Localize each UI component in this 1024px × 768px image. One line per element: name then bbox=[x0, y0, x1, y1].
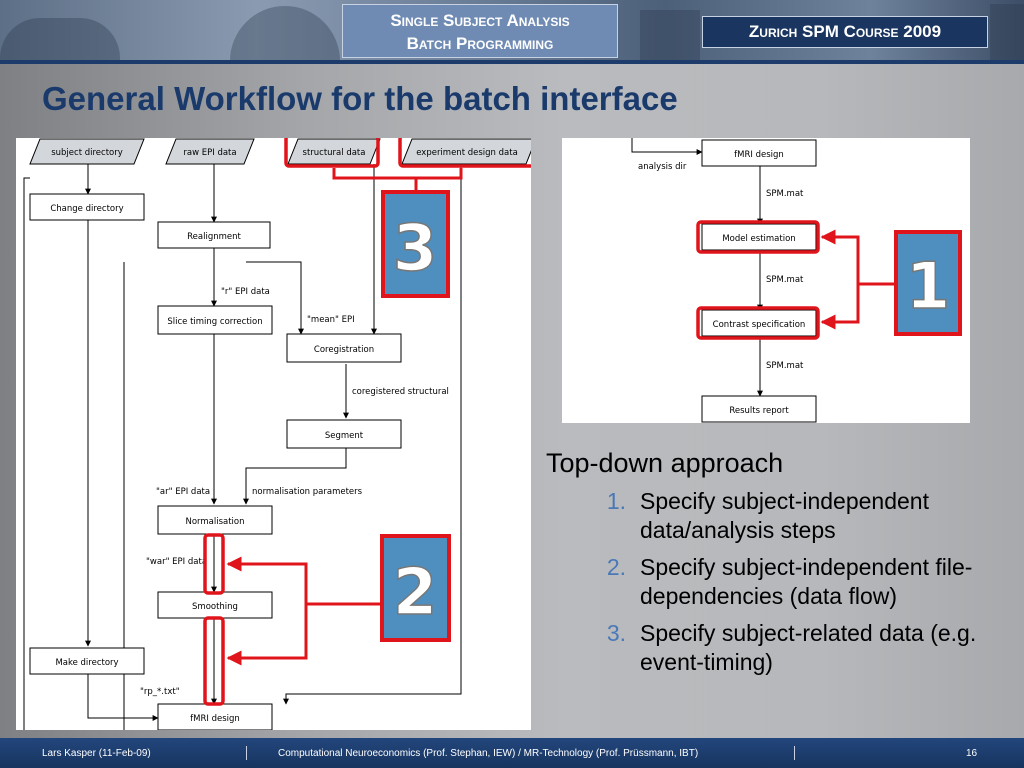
highlight-experiment-design bbox=[398, 138, 531, 168]
box-results-report bbox=[701, 395, 817, 423]
box-label: Change directory bbox=[50, 204, 123, 214]
box-slice-timing bbox=[157, 305, 273, 335]
batch-workflow-diagram: subject directory raw EPI data structura… bbox=[16, 138, 531, 730]
list-text: Specify subject-independent data/analysi… bbox=[640, 488, 929, 543]
box-label: fMRI design bbox=[734, 150, 784, 160]
list-text: Specify subject-independent file-depende… bbox=[640, 554, 973, 609]
input-structural-data: structural data bbox=[287, 138, 381, 165]
list-item: 1. Specify subject-independent data/anal… bbox=[546, 487, 1016, 545]
box-label: Contrast specification bbox=[713, 320, 806, 330]
box-coregistration bbox=[286, 333, 402, 363]
session-title-line2: Batch Programming bbox=[406, 34, 554, 53]
list-number: 3. bbox=[606, 620, 626, 646]
box-model-estimation bbox=[701, 223, 817, 251]
box-label: Realignment bbox=[187, 232, 241, 242]
footer-separator bbox=[794, 746, 795, 760]
building-silhouette bbox=[640, 10, 700, 64]
footer-separator bbox=[246, 746, 247, 760]
dome-silhouette bbox=[230, 6, 340, 64]
course-badge: Zurich SPM Course 2009 bbox=[702, 16, 988, 48]
footer-author: Lars Kasper (11-Feb-09) bbox=[42, 748, 151, 759]
session-title-box: Single Subject Analysis Batch Programmin… bbox=[342, 4, 618, 58]
highlight-structural-data bbox=[284, 138, 380, 168]
input-label: raw EPI data bbox=[183, 148, 236, 158]
highlight-model-estimation bbox=[696, 220, 820, 254]
highlight-war-epi-link bbox=[203, 533, 225, 595]
highlight-swar-epi-link bbox=[203, 616, 225, 706]
list-text: Specify subject-related data (e.g. event… bbox=[640, 620, 977, 675]
input-raw-epi-data: raw EPI data bbox=[165, 138, 255, 165]
edge-label: "mean" EPI bbox=[307, 315, 355, 325]
model-workflow-diagram: fMRI design Model estimation Contrast sp… bbox=[562, 138, 970, 423]
bracket-structural-design bbox=[332, 168, 463, 180]
slide-title: General Workflow for the batch interface bbox=[42, 80, 678, 117]
input-label: structural data bbox=[303, 148, 366, 158]
bullet-list: Top-down approach 1. Specify subject-ind… bbox=[546, 448, 1016, 685]
building-silhouette bbox=[990, 4, 1024, 64]
building-silhouette bbox=[0, 18, 120, 64]
header-banner: Single Subject Analysis Batch Programmin… bbox=[0, 0, 1024, 64]
box-realignment bbox=[157, 221, 271, 249]
edge-label: SPM.mat bbox=[766, 189, 804, 199]
input-label: subject directory bbox=[51, 148, 123, 158]
box-label: fMRI design bbox=[190, 714, 240, 724]
edge-label: "r" EPI data bbox=[221, 287, 270, 297]
bullet-heading: Top-down approach bbox=[546, 448, 784, 478]
box-contrast-specification bbox=[701, 309, 817, 337]
arrow-swar-link bbox=[226, 604, 308, 666]
box-fmri-design bbox=[701, 139, 817, 167]
box-label: Coregistration bbox=[314, 345, 374, 355]
page-number: 16 bbox=[966, 748, 978, 759]
box-label: Segment bbox=[325, 431, 364, 441]
box-fmri-design bbox=[157, 703, 273, 730]
box-label: Make directory bbox=[55, 658, 118, 668]
highlight-contrast-specification bbox=[696, 306, 820, 340]
edge-label: "war" EPI data bbox=[146, 557, 207, 567]
box-change-directory bbox=[29, 193, 145, 221]
arrow-war-link bbox=[226, 556, 382, 606]
session-title-line1: Single Subject Analysis bbox=[390, 11, 570, 30]
box-segment bbox=[286, 419, 402, 449]
input-experiment-design-data: experiment design data bbox=[401, 138, 531, 165]
box-label: Results report bbox=[729, 406, 789, 416]
edge-label: "ar" EPI data bbox=[156, 487, 210, 497]
input-subject-directory: subject directory bbox=[29, 138, 145, 165]
edge-label: normalisation parameters bbox=[252, 487, 363, 497]
box-label: Model estimation bbox=[722, 234, 795, 244]
edge-label: SPM.mat bbox=[766, 275, 804, 285]
box-normalisation bbox=[157, 505, 273, 535]
box-make-directory bbox=[29, 647, 145, 675]
box-label: Normalisation bbox=[185, 517, 244, 527]
edge-label: coregistered structural bbox=[352, 387, 449, 397]
footer-affiliation: Computational Neuroeconomics (Prof. Step… bbox=[278, 748, 699, 759]
box-label: Smoothing bbox=[192, 602, 238, 612]
input-label: experiment design data bbox=[416, 148, 518, 158]
list-item: 3. Specify subject-related data (e.g. ev… bbox=[546, 619, 1016, 677]
list-number: 2. bbox=[606, 554, 626, 580]
edge-label: analysis dir bbox=[638, 162, 687, 172]
box-label: Slice timing correction bbox=[167, 317, 262, 327]
list-item: 2. Specify subject-independent file-depe… bbox=[546, 553, 1016, 611]
list-number: 1. bbox=[606, 488, 626, 514]
edge-label: "rp_*.txt" bbox=[140, 687, 180, 697]
edge-label: SPM.mat bbox=[766, 361, 804, 371]
footer-bar: Lars Kasper (11-Feb-09) Computational Ne… bbox=[0, 738, 1024, 768]
